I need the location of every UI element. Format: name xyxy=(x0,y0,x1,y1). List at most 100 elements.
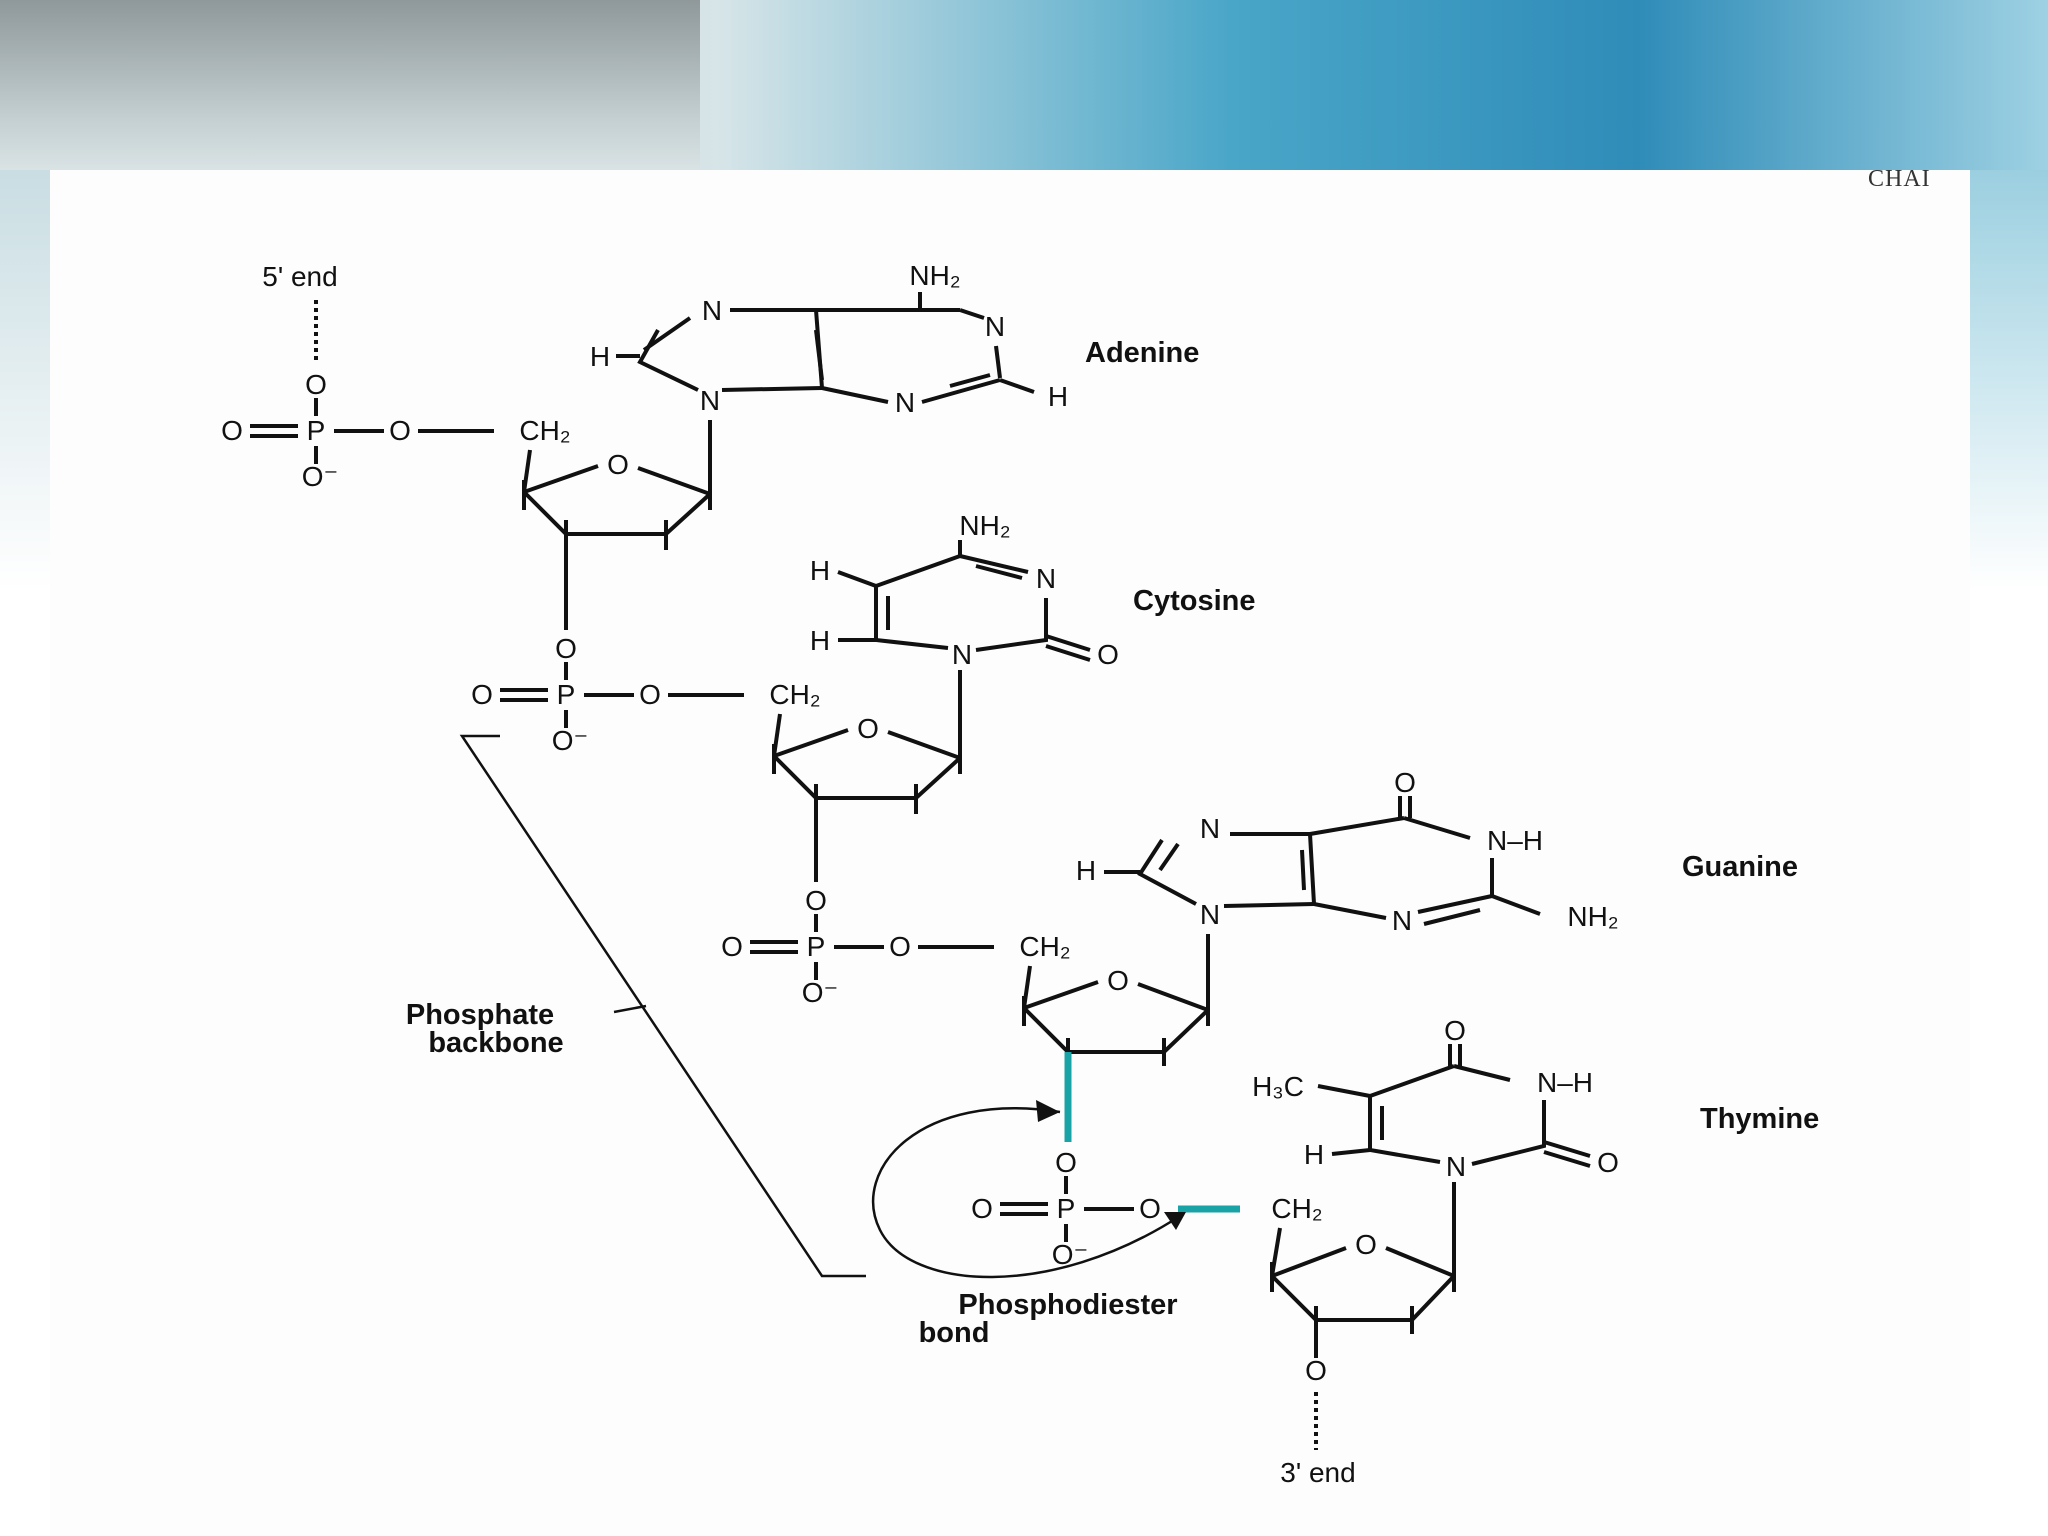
bond-line xyxy=(1309,816,1405,836)
bond-line xyxy=(522,490,712,536)
thymine-label: Thymine xyxy=(1700,1103,1819,1135)
bond-line xyxy=(1317,1084,1371,1098)
bond-line xyxy=(921,378,1001,404)
n-h-group: N–H xyxy=(1487,825,1543,856)
cytosine-label: Cytosine xyxy=(1133,585,1255,617)
base-nitrogen: N xyxy=(700,385,720,416)
phosphorus-atom: P xyxy=(807,931,826,962)
bond-line xyxy=(1491,894,1541,916)
nh2-group: NH₂ xyxy=(959,510,1010,541)
bond-line xyxy=(1137,982,1209,1012)
guanine-label: Guanine xyxy=(1682,851,1798,883)
h-atom: H xyxy=(810,555,830,586)
phosphodiester-bond-label-line2: bond xyxy=(919,1317,990,1349)
phosphate-oxygen: O xyxy=(1055,1147,1077,1178)
carbonyl-oxygen: O xyxy=(1444,1015,1466,1046)
phosphate-oxygen: O xyxy=(1139,1193,1161,1224)
phosphate-oxygen: O xyxy=(805,885,827,916)
h-atom: H xyxy=(1076,855,1096,886)
bond-line xyxy=(1022,1006,1210,1054)
phosphate-oxygen: O xyxy=(471,679,493,710)
bond-line xyxy=(959,308,985,320)
phosphate-oxygen: O xyxy=(971,1193,993,1224)
bond-line xyxy=(1543,1150,1591,1168)
right-edge-decoration xyxy=(1968,170,2048,590)
bond-line xyxy=(1313,902,1387,920)
bond-line xyxy=(1045,644,1091,662)
carbonyl-oxygen: O xyxy=(1394,767,1416,798)
bond-line xyxy=(1271,1246,1347,1278)
bond-line xyxy=(1453,1064,1511,1082)
bond-line xyxy=(1045,634,1091,652)
phosphorus-atom: P xyxy=(557,679,576,710)
ch2-group: CH₂ xyxy=(1019,931,1070,962)
ring-oxygen: O xyxy=(857,713,879,744)
bond-line xyxy=(721,386,823,392)
carbonyl-oxygen: O xyxy=(1097,639,1119,670)
base-nitrogen: N xyxy=(702,295,722,326)
phosphate-oxygen: O xyxy=(555,633,577,664)
bond-line xyxy=(1158,842,1180,872)
bond-line xyxy=(975,564,1023,580)
phosphate-oxygen: O xyxy=(389,415,411,446)
bond-line xyxy=(821,386,889,404)
bond-line xyxy=(1300,849,1306,891)
bond-line xyxy=(613,1004,647,1014)
h-atom: H xyxy=(1304,1139,1324,1170)
base-nitrogen: N xyxy=(895,387,915,418)
content-panel xyxy=(50,170,1970,1536)
base-nitrogen: N xyxy=(985,311,1005,342)
bond-line xyxy=(637,466,711,496)
bond-line xyxy=(949,373,991,388)
bond-line xyxy=(772,754,962,800)
ch2-group: CH₂ xyxy=(769,679,820,710)
carbonyl-oxygen: O xyxy=(1597,1147,1619,1178)
nh2-group: NH₂ xyxy=(1567,901,1618,932)
ring-oxygen: O xyxy=(607,449,629,480)
arrowhead xyxy=(1164,1212,1186,1230)
nucleotide-thymine: O O P O O⁻ CH₂ O N O N–H O H₃C xyxy=(971,1015,1819,1334)
bond-line xyxy=(874,554,961,650)
adenine-label: Adenine xyxy=(1085,337,1199,369)
three-prime-end-label: 3' end xyxy=(1280,1457,1355,1488)
five-prime-end-label: 5' end xyxy=(262,261,337,292)
nucleotide-guanine: O O P O O⁻ CH₂ O N H N O N xyxy=(721,767,1798,1066)
bond-line xyxy=(1543,1140,1591,1158)
phosphate-oxygen: O xyxy=(889,931,911,962)
phosphodiester-bond-label-line1: Phosphodiester xyxy=(958,1289,1177,1321)
nh2-group: NH₂ xyxy=(909,260,960,291)
phosphate-oxygen: O xyxy=(305,369,327,400)
h3c-group: H₃C xyxy=(1252,1071,1304,1102)
terminal-oxygen: O xyxy=(1305,1355,1327,1386)
phosphodiester-arrow xyxy=(871,1107,1181,1279)
phosphate-oxygen: O xyxy=(221,415,243,446)
header-text: CHAI xyxy=(1868,166,1931,192)
ch2-group: CH₂ xyxy=(519,415,570,446)
bond-line xyxy=(1223,902,1315,908)
base-nitrogen: N xyxy=(1392,905,1412,936)
phosphate-backbone-label-line2: backbone xyxy=(428,1027,563,1059)
bond-line xyxy=(994,345,1002,379)
bond-line xyxy=(959,554,1029,574)
bond-line xyxy=(1270,1274,1456,1322)
phosphate-oxygen: O xyxy=(639,679,661,710)
nucleotide-adenine: O O P O O⁻ CH₂ O N H N NH₂ N xyxy=(221,260,1199,550)
bond-line xyxy=(523,464,599,494)
arrowhead xyxy=(1036,1100,1060,1122)
base-nitrogen: N xyxy=(952,639,972,670)
phosphorus-atom: P xyxy=(307,415,326,446)
bond-line xyxy=(1403,816,1471,840)
base-nitrogen: N xyxy=(1200,899,1220,930)
bond-line xyxy=(1023,980,1099,1010)
n-h-group: N–H xyxy=(1537,1067,1593,1098)
bond-line xyxy=(1331,1148,1371,1156)
phosphate-oxygen-minus: O⁻ xyxy=(802,977,839,1008)
bond-line xyxy=(837,570,877,588)
bond-line xyxy=(773,728,849,758)
h-atom: H xyxy=(1048,381,1068,412)
bond-line xyxy=(1423,908,1481,926)
bond-line xyxy=(814,329,824,381)
base-nitrogen: N xyxy=(1200,813,1220,844)
bond-line xyxy=(975,598,1048,652)
